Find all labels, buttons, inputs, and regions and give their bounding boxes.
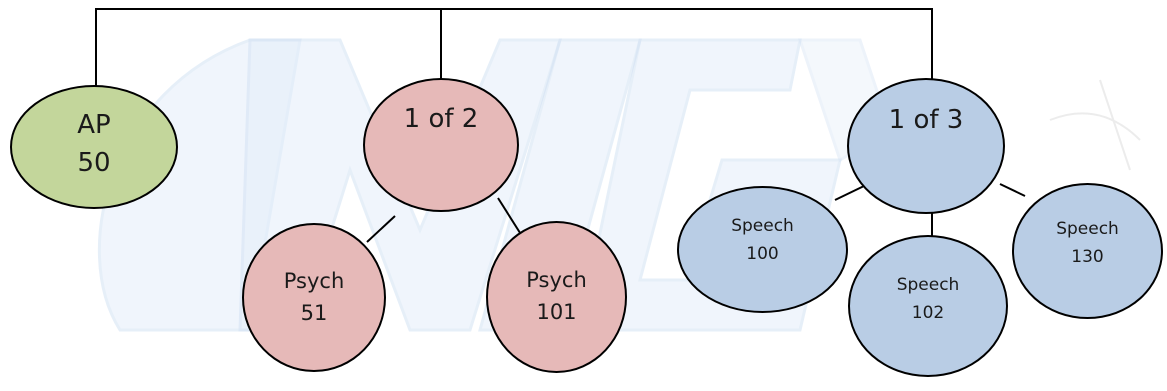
node-speech-100: Speech 100 (677, 186, 848, 313)
node-speech-130: Speech 130 (1012, 183, 1163, 319)
node-ap-50: AP 50 (10, 85, 178, 209)
node-ap-50-label: AP 50 (77, 110, 111, 178)
node-psych-101: Psych 101 (486, 221, 627, 373)
connector-psych101 (497, 197, 523, 237)
node-one-of-three-label: 1 of 3 (888, 105, 964, 135)
connector-speech100 (834, 185, 865, 201)
node-psych-51-label: Psych 51 (283, 268, 345, 325)
node-speech-102-label: Speech 102 (896, 275, 960, 323)
node-speech-100-label: Speech 100 (731, 215, 794, 264)
node-one-of-two: 1 of 2 (363, 78, 519, 212)
top-bracket-line (95, 8, 933, 87)
node-psych-51: Psych 51 (242, 223, 386, 372)
node-one-of-two-label: 1 of 2 (403, 104, 479, 134)
connector-psych51 (366, 215, 396, 243)
node-speech-130-label: Speech 130 (1056, 219, 1119, 267)
node-speech-102: Speech 102 (848, 235, 1008, 377)
node-one-of-three: 1 of 3 (847, 78, 1005, 214)
connector-speech130 (999, 183, 1026, 197)
node-psych-101-label: Psych 101 (526, 268, 587, 324)
